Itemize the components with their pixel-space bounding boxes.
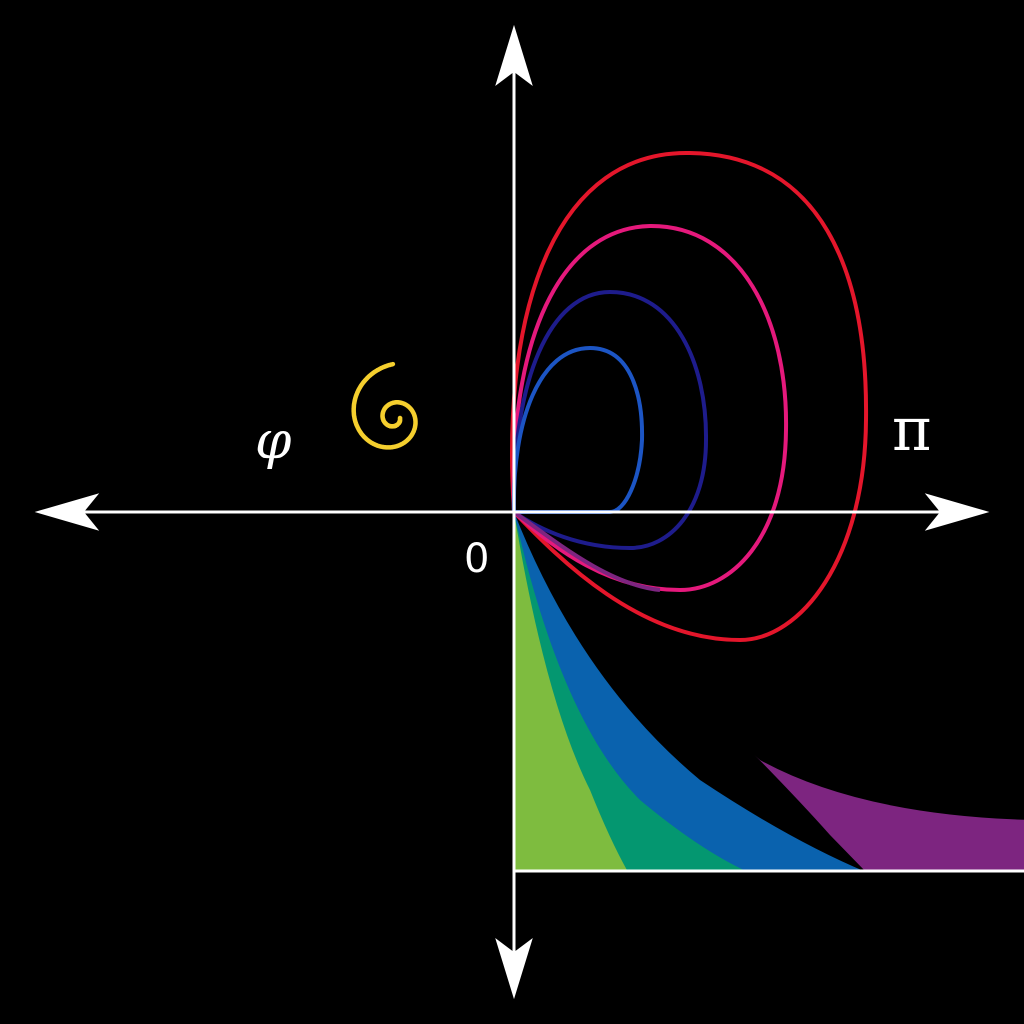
loop-tail-purple — [512, 510, 661, 592]
band-green-light — [514, 512, 628, 872]
loop-indigo — [511, 289, 709, 551]
loop-red — [510, 150, 869, 643]
nested-loops — [510, 150, 869, 643]
pi-label: π — [892, 395, 931, 465]
x-axis-left-arrow — [34, 493, 100, 531]
colored-bands — [514, 512, 1024, 872]
y-axis-down-arrow — [495, 938, 533, 1000]
loop-blue — [511, 345, 645, 514]
y-axis-up-arrow — [495, 24, 533, 86]
axes — [34, 24, 990, 1000]
x-axis-right-arrow — [924, 493, 990, 531]
origin-label: 0 — [464, 536, 489, 582]
phi-label: φ — [255, 411, 292, 471]
golden-spiral — [351, 361, 418, 450]
